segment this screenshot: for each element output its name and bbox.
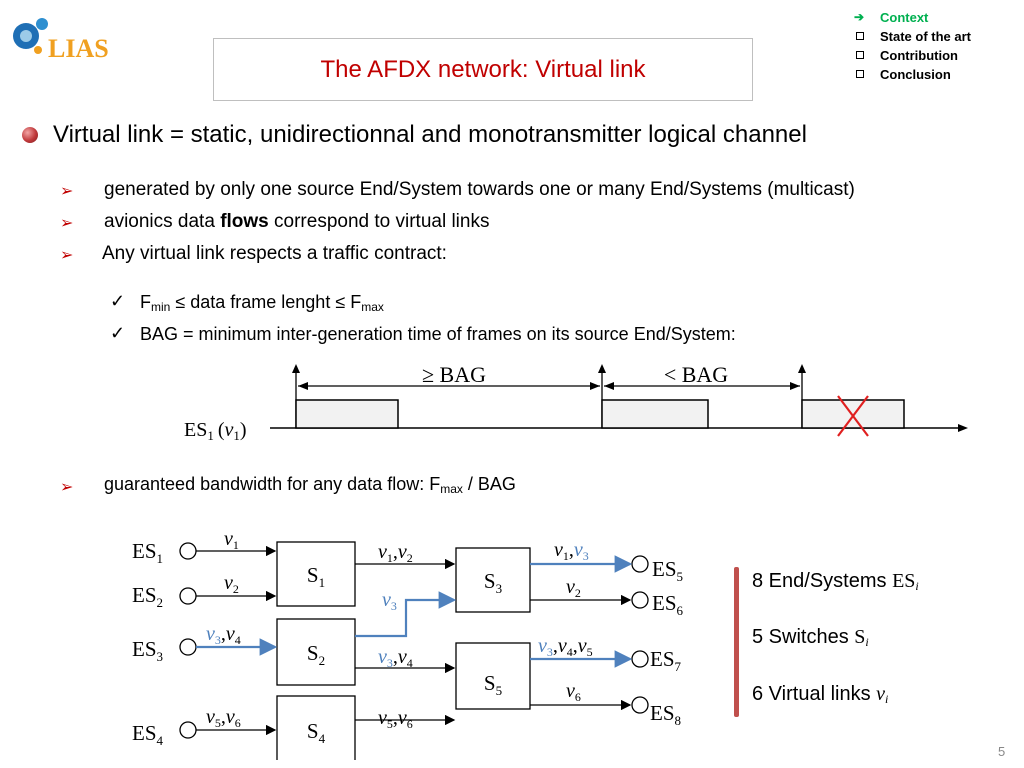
nav-label-contribution: Contribution	[880, 48, 958, 63]
b4-pre: guaranteed bandwidth for any data flow: …	[104, 474, 441, 494]
arrow-bullet-icon: ➢	[60, 479, 74, 496]
link-label-v5-v6: v5,v6	[206, 706, 241, 730]
link-label-v1-v2: v1,v2	[378, 541, 413, 565]
page-number: 5	[998, 744, 1006, 759]
link-label-v1-v3: v1,v3	[554, 539, 589, 563]
frame-3	[801, 399, 905, 429]
main-bullet-text: Virtual link = static, unidirectionnal a…	[53, 121, 807, 148]
page-title: The AFDX network: Virtual link	[320, 55, 646, 83]
nav-label-context: Context	[880, 10, 929, 25]
nav-item-state-of-the-art[interactable]: State of the art	[854, 27, 971, 46]
sub-bullet-3: Any virtual link respects a traffic cont…	[102, 243, 447, 264]
sub-bullet-2-post: correspond to virtual links	[268, 211, 490, 232]
bag-timeline: ≥ BAG < BAG ES1(v1)	[184, 362, 968, 443]
label-lt-bag: < BAG	[664, 362, 728, 387]
link-label-v3-v4-s5: v3,v4	[378, 646, 413, 670]
sub-bullet-1: generated by only one source End/System …	[104, 179, 855, 200]
summary-es-text: 8 End/Systems	[752, 570, 893, 592]
link-label-v3: v3	[382, 589, 397, 613]
title-box: The AFDX network: Virtual link	[213, 38, 753, 101]
b4-post: / BAG	[462, 474, 516, 494]
arrow-right-icon: ➔	[854, 10, 865, 24]
es-label-8: ES8	[650, 701, 681, 728]
arrow-bullet-icon: ➢	[60, 247, 74, 264]
checkbox-icon	[854, 27, 880, 46]
summary-es: 8 End/Systems ESi	[752, 570, 919, 594]
logo-text: LIAS	[48, 34, 109, 63]
summary-switches: 5 Switches Si	[752, 626, 869, 650]
checkmark-icon: ✓	[110, 323, 126, 343]
link-label-v2-out: v2	[566, 576, 581, 600]
arrow-bullet-icon: ➢	[60, 215, 74, 232]
summary-sw-idx: i	[865, 635, 869, 649]
checkmark-icon: ✓	[110, 291, 126, 311]
summary-vl-sym: v	[876, 683, 886, 705]
nav-label-state: State of the art	[880, 29, 972, 44]
section-nav: ➔ Context State of the art Contribution …	[854, 8, 971, 84]
c1-min: min	[151, 300, 171, 314]
checkbox-icon	[854, 46, 880, 65]
es-label-2: ES2	[132, 583, 163, 610]
check-item-2: BAG = minimum inter-generation time of f…	[140, 324, 736, 344]
c1-f: F	[140, 292, 151, 312]
link-label-v2: v2	[224, 572, 239, 596]
nav-item-contribution[interactable]: Contribution	[854, 46, 971, 65]
lias-logo: LIAS	[4, 10, 114, 70]
sub-bullet-2-pre: avionics data	[104, 211, 221, 232]
es-label-1: ES1	[132, 539, 163, 566]
summary-es-idx: i	[915, 579, 919, 593]
red-sphere-bullet-icon	[22, 127, 38, 143]
c1-mid: ≤ data frame lenght ≤ F	[170, 292, 362, 312]
summary-sw-text: 5 Switches	[752, 626, 855, 648]
link-label-v6: v6	[566, 680, 581, 704]
summary-vl-idx: i	[885, 692, 889, 706]
es-label-6: ES6	[652, 591, 684, 618]
b4-sub: max	[440, 482, 463, 496]
es-label-5: ES5	[652, 557, 683, 584]
frame-1	[295, 399, 399, 429]
sub-bullet-4: guaranteed bandwidth for any data flow: …	[104, 474, 516, 496]
es-label-3: ES3	[132, 637, 163, 664]
summary-vl-text: 6 Virtual links	[752, 683, 877, 705]
summary-divider	[734, 567, 739, 717]
arrow-bullet-icon: ➢	[60, 183, 74, 200]
link-label-v3-v4-v5: v3,v4,v5	[538, 635, 593, 659]
nav-label-conclusion: Conclusion	[880, 67, 951, 82]
link-label-v1: v1	[224, 528, 239, 552]
summary-sw-sym: S	[854, 626, 866, 648]
frame-2	[601, 399, 709, 429]
label-ge-bag: ≥ BAG	[422, 362, 486, 387]
link-label-v5-v6-s5: v5,v6	[378, 707, 413, 731]
check-item-1: Fmin ≤ data frame lenght ≤ Fmax	[140, 292, 384, 314]
c1-max: max	[361, 300, 384, 314]
summary-es-sym: ES	[892, 570, 916, 592]
summary-virtual-links: 6 Virtual links vi	[752, 683, 888, 707]
sub-bullet-2: avionics data flows correspond to virtua…	[104, 211, 489, 233]
network-diagram: ES1 ES2 ES3 ES4 ES5 ES6 ES7 ES8 S1 S2 S3…	[132, 528, 684, 760]
link-label-v3-v4: v3,v4	[206, 623, 241, 647]
sub-bullet-2-bold: flows	[220, 211, 269, 232]
timeline-es-label: ES1(v1)	[184, 419, 247, 443]
checkbox-icon	[854, 65, 880, 84]
logo-graphic: LIAS	[13, 18, 109, 63]
nav-item-context[interactable]: ➔ Context	[854, 8, 971, 27]
es-label-7: ES7	[650, 647, 682, 674]
nav-item-conclusion[interactable]: Conclusion	[854, 65, 971, 84]
es-label-4: ES4	[132, 721, 164, 748]
